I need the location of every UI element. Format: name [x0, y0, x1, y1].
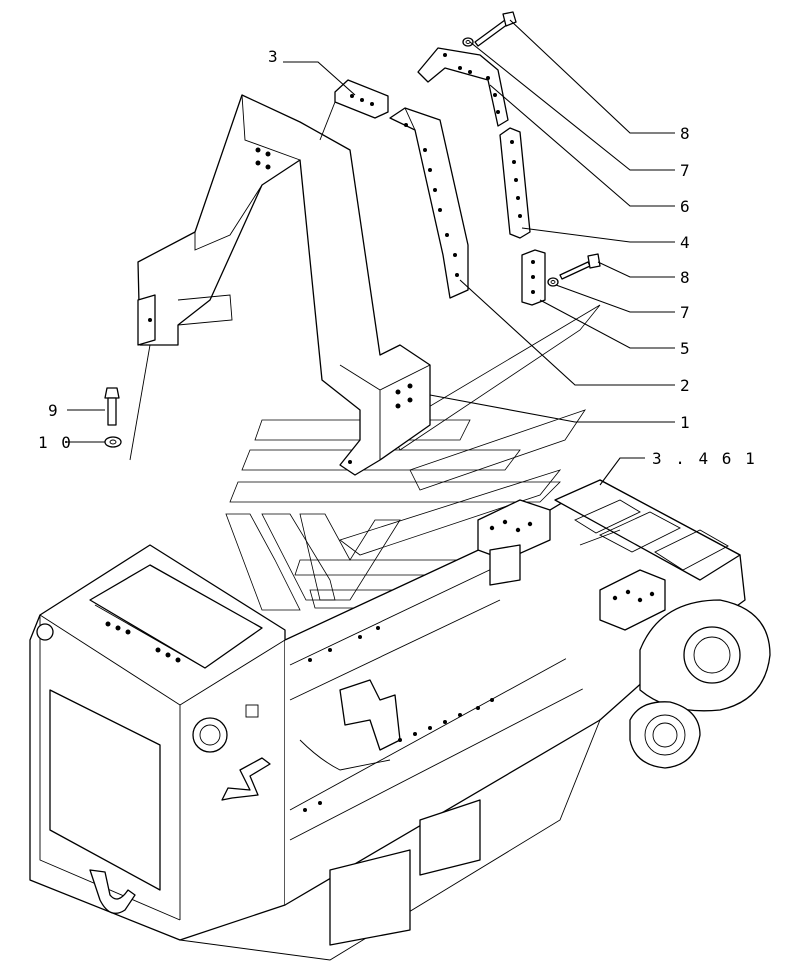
- tractor-main-frame: [29, 479, 771, 961]
- washer-10: [104, 436, 122, 448]
- watermark-logo: [225, 304, 601, 611]
- part-4-strap: [499, 127, 531, 239]
- callout-5: 5: [680, 339, 692, 358]
- part-5-short-link: [521, 249, 546, 306]
- callout-7-top: 7: [680, 161, 692, 180]
- callout-labels: 3 8 7 6 4 8 7 5 2 1 9 1 0 3 . 4 6 1: [38, 47, 757, 468]
- part-2-long-strap: [389, 107, 469, 299]
- part-3-small-plate: [319, 79, 389, 141]
- part-6-cranked-strap: [417, 47, 509, 127]
- bolt-8-mid: [559, 253, 601, 280]
- part-1-arch-bracket: [129, 94, 431, 476]
- washer-7-mid: [547, 277, 559, 287]
- callout-10: 1 0: [38, 433, 73, 452]
- leader-lines: [65, 19, 675, 486]
- callout-7-mid: 7: [680, 303, 692, 322]
- bolt-9: [104, 387, 120, 426]
- callout-6: 6: [680, 197, 692, 216]
- callout-4: 4: [680, 233, 692, 252]
- callout-ref-3461: 3 . 4 6 1: [652, 449, 757, 468]
- callout-2: 2: [680, 376, 692, 395]
- callout-9: 9: [48, 401, 60, 420]
- callout-8-top: 8: [680, 124, 692, 143]
- bolt-8-top: [474, 11, 517, 47]
- callout-1: 1: [680, 413, 692, 432]
- washer-7-top: [462, 37, 474, 47]
- callout-3: 3: [268, 47, 280, 66]
- callout-8-mid: 8: [680, 268, 692, 287]
